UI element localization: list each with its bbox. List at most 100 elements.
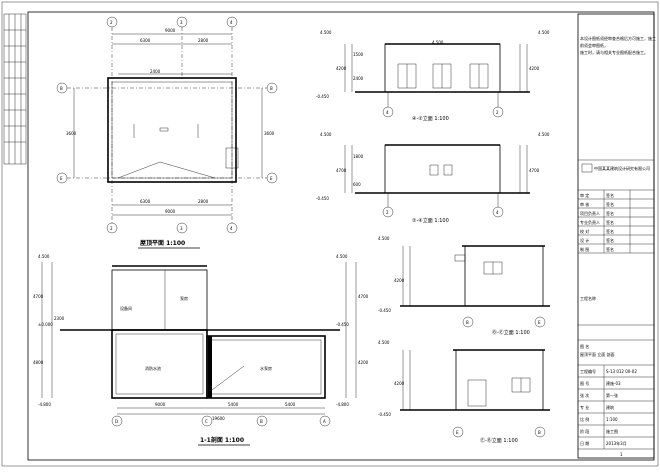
elevation-2-4-title: ②-④立面 1:100 (412, 217, 449, 224)
dim-text: 6300 (140, 38, 151, 43)
axis-label: A (323, 419, 326, 424)
axis-label: E (60, 176, 63, 181)
elevation-2-4: 4700 1800 600 4.500 -0.450 4700 4.500 2 … (316, 132, 550, 224)
info-value: 施工图 (606, 428, 618, 434)
note-line-1: 本设计图纸须经审查合格后方可施工，施工 (580, 35, 656, 41)
axis-label: B (538, 430, 541, 435)
page-number: 1 (620, 452, 623, 457)
title-block: 本设计图纸须经审查合格后方可施工，施工 前须会审图纸， 施工时，请与相关专业图纸… (577, 13, 656, 459)
dim-text: 4700 (529, 168, 540, 173)
axis-label: C (205, 419, 208, 424)
field-value: 签名 (606, 201, 614, 207)
note-line-3: 施工时，请与相关专业图纸配合施工。 (580, 49, 648, 55)
axis-bubble (452, 426, 464, 438)
room-label: 泵房 (180, 295, 188, 301)
axis-bubble (201, 415, 213, 427)
room-label: 设备间 (120, 305, 132, 311)
dim-text: 2400 (353, 76, 364, 81)
section-title: 1-1剖面 1:100 (200, 436, 244, 444)
door-icon (467, 379, 487, 407)
roof-plan: 2 3 4 2 3 4 B E B E 9000 6300 2800 6300 … (56, 16, 278, 249)
company-logo-icon (581, 163, 593, 173)
roof-drain-icon (159, 127, 169, 132)
elevation-e-b-title: Ⓔ-Ⓑ立面 1:100 (480, 437, 518, 444)
info-label: 专 业 (580, 404, 589, 410)
level-text: -0.450 (378, 308, 391, 313)
parapet-inner (111, 81, 233, 179)
level-text: -4.800 (38, 402, 51, 407)
level-text: 4.500 (378, 340, 390, 345)
axis-label: B (60, 86, 63, 91)
dim-text: 2400 (150, 69, 161, 74)
level-text: 4.500 (38, 254, 50, 259)
level-text: 4.500 (320, 132, 332, 137)
room-label: 水泵房 (260, 365, 272, 371)
dim-text: 5400 (228, 402, 239, 407)
elevation-4-2-title: ④-②立面 1:100 (412, 115, 449, 122)
info-label: 阶 段 (580, 428, 589, 434)
field-label: 审 核 (580, 201, 589, 207)
elevation-b-e-title: Ⓑ-Ⓔ立面 1:100 (492, 329, 530, 336)
project-label: 工程名称 (580, 295, 596, 301)
wall-fill (208, 336, 212, 398)
info-value: 第一张 (606, 392, 618, 398)
info-label: 工程编号 (580, 368, 596, 374)
axis-bubble (256, 415, 268, 427)
field-value: 签名 (606, 228, 614, 234)
info-label: 图 号 (580, 380, 589, 386)
window-icon (429, 164, 439, 176)
level-text: -0.450 (378, 412, 391, 417)
info-label: 日 期 (580, 440, 589, 446)
dim-text: 3600 (66, 131, 77, 136)
axis-bubble (319, 415, 331, 427)
note-line-2: 前须会审图纸， (580, 42, 608, 48)
dim-text: 6300 (140, 199, 151, 204)
field-value: 签名 (606, 210, 614, 216)
dim-text: 9000 (155, 402, 166, 407)
level-text: 4.500 (538, 132, 550, 137)
dim-text: 4200 (336, 66, 347, 71)
roof-outline (107, 77, 237, 183)
field-value: 签名 (606, 192, 614, 198)
dim-text: 4200 (394, 381, 405, 386)
field-label: 项目负责人 (580, 210, 600, 216)
level-text: ±0.000 (38, 322, 53, 327)
room-label: 消防水池 (145, 365, 161, 371)
axis-bubble (534, 316, 546, 328)
dim-text: 2800 (198, 38, 209, 43)
roof-slope (117, 161, 216, 179)
info-value: 建筑 (606, 404, 614, 410)
info-value: 1:100 (606, 417, 618, 422)
level-text: 4.500 (378, 236, 390, 241)
level-text: -0.450 (336, 322, 349, 327)
inner-frame (27, 11, 655, 461)
info-label: 张 次 (580, 392, 589, 398)
axis-label: 2 (386, 210, 389, 215)
field-value: 签名 (606, 219, 614, 225)
axis-label: 3 (180, 20, 183, 25)
field-value: 签名 (606, 246, 614, 252)
dim-text: 4700 (336, 168, 347, 173)
dim-text: 4800 (33, 360, 44, 365)
level-text: 4.500 (538, 30, 550, 35)
field-label: 校 对 (580, 228, 589, 234)
elevation-4-2: 4.500 4200 1500 2400 4.500 -0.450 4200 4… (316, 30, 550, 122)
sheet-label: 图 名 (580, 343, 589, 349)
field-value: 签名 (606, 237, 614, 243)
field-label: 设 计 (580, 237, 589, 243)
axis-label: B (466, 320, 469, 325)
axis-label: 4 (496, 210, 499, 215)
info-value: 2013年3月 (606, 440, 627, 446)
info-value: 建施-03 (606, 380, 621, 386)
axis-label: E (270, 176, 273, 181)
level-text: 4.500 (432, 40, 444, 45)
field-label: 制 图 (580, 246, 589, 252)
roof-plan-title: 屋顶平面 1:100 (140, 239, 185, 247)
section-1-1: 泵房 设备间 消防水池 水泵房 4700 4800 2300 4.500 ±0.… (33, 254, 369, 446)
dim-text: 4200 (358, 360, 369, 365)
dim-text: 19600 (212, 416, 225, 421)
dim-text: 1500 (353, 52, 364, 57)
